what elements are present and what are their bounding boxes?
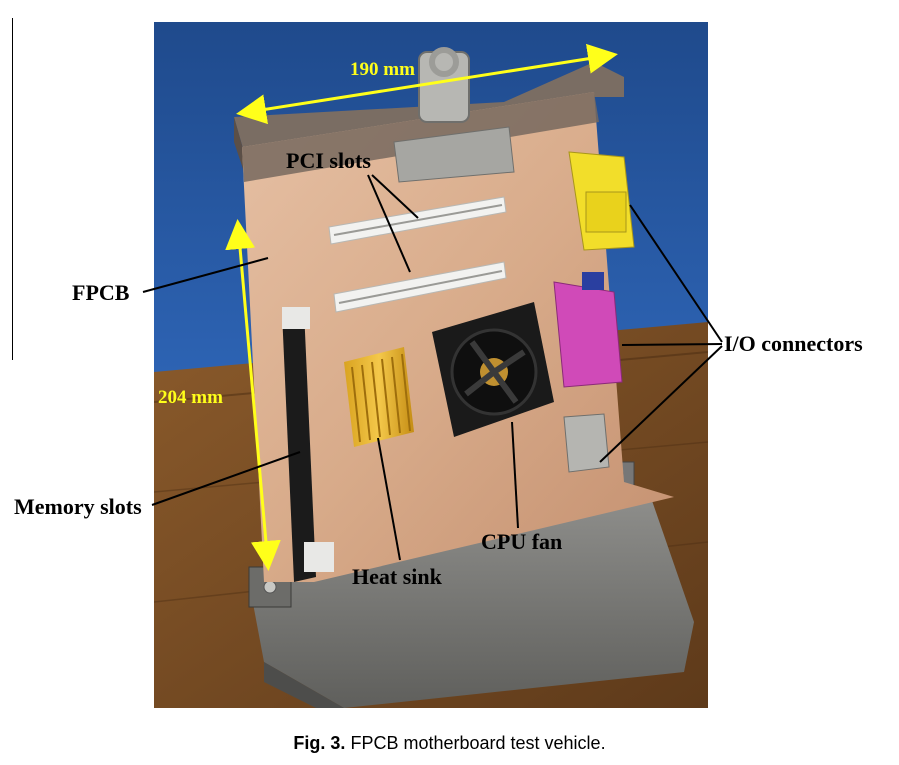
- motherboard-photo-illustration: [154, 22, 708, 708]
- io-connectors-label: I/O connectors: [724, 331, 863, 356]
- memory-slots-label: Memory slots: [14, 494, 142, 519]
- width-dimension-label: 190 mm: [350, 59, 415, 80]
- caption-text: FPCB motherboard test vehicle.: [350, 733, 606, 753]
- pci-slots-label: PCI slots: [286, 148, 371, 173]
- figure-photo: [154, 22, 708, 708]
- cpu-fan-label: CPU fan: [481, 529, 563, 554]
- figure-caption: Fig. 3. FPCB motherboard test vehicle.: [0, 733, 899, 754]
- fpcb-label: FPCB: [72, 280, 130, 305]
- metal-base: [249, 492, 694, 708]
- height-dimension-label: 204 mm: [158, 387, 223, 408]
- margin-rule: [12, 18, 13, 360]
- heat-sink-graphic: [344, 347, 414, 447]
- cpu-fan-graphic: [432, 302, 554, 437]
- figure-number: Fig. 3.: [293, 733, 346, 753]
- binder-clip: [418, 51, 470, 123]
- memory-slot-graphic: [282, 307, 334, 582]
- heat-sink-label: Heat sink: [352, 564, 442, 589]
